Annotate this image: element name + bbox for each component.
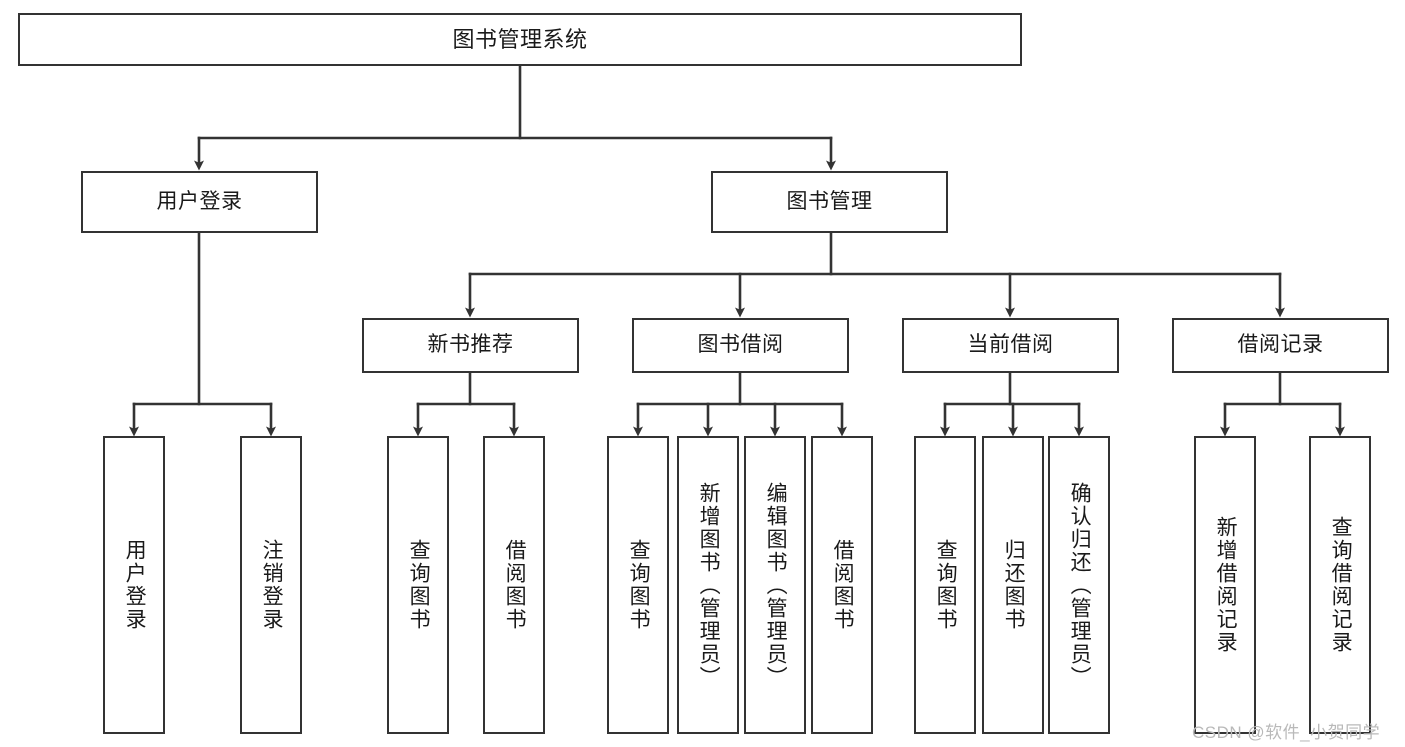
node-book-borrow[interactable]: 图书借阅	[632, 318, 849, 373]
node-leaf-query-book-current-label: 查询图书	[934, 539, 958, 631]
node-current-borrow[interactable]: 当前借阅	[902, 318, 1119, 373]
node-leaf-return-book[interactable]: 归还图书	[982, 436, 1044, 734]
node-root[interactable]: 图书管理系统	[18, 13, 1022, 66]
node-leaf-query-borrow-record-label: 查询借阅记录	[1329, 516, 1353, 654]
node-borrow-records[interactable]: 借阅记录	[1172, 318, 1389, 373]
node-leaf-add-borrow-record[interactable]: 新增借阅记录	[1194, 436, 1256, 734]
node-leaf-borrow-book-recommend[interactable]: 借阅图书	[483, 436, 545, 734]
node-new-book-recommend-label: 新书推荐	[427, 333, 514, 357]
node-book-management-label: 图书管理	[786, 189, 873, 213]
node-leaf-add-book-label: 新增图书（管理员）	[697, 481, 721, 689]
node-leaf-logout-login-label: 注销登录	[260, 539, 284, 631]
node-new-book-recommend[interactable]: 新书推荐	[362, 318, 579, 373]
node-leaf-edit-book-label: 编辑图书（管理员）	[764, 481, 788, 689]
node-leaf-confirm-return-label: 确认归还（管理员）	[1068, 481, 1092, 689]
node-leaf-add-borrow-record-label: 新增借阅记录	[1214, 516, 1238, 654]
node-leaf-query-book-borrow[interactable]: 查询图书	[607, 436, 669, 734]
node-leaf-borrow-book-recommend-label: 借阅图书	[503, 539, 527, 631]
node-user-login-label: 用户登录	[156, 189, 243, 213]
node-leaf-user-login-label: 用户登录	[123, 539, 147, 631]
csdn-watermark: CSDN @软件_小贺同学	[1192, 723, 1381, 742]
node-leaf-logout-login[interactable]: 注销登录	[240, 436, 302, 734]
node-leaf-add-book[interactable]: 新增图书（管理员）	[677, 436, 739, 734]
node-leaf-confirm-return[interactable]: 确认归还（管理员）	[1048, 436, 1110, 734]
node-leaf-return-book-label: 归还图书	[1002, 539, 1026, 631]
node-book-borrow-label: 图书借阅	[697, 333, 784, 357]
node-leaf-edit-book[interactable]: 编辑图书（管理员）	[744, 436, 806, 734]
node-leaf-query-book-recommend[interactable]: 查询图书	[387, 436, 449, 734]
node-leaf-query-book-recommend-label: 查询图书	[407, 539, 431, 631]
node-book-management[interactable]: 图书管理	[711, 171, 948, 233]
node-leaf-user-login[interactable]: 用户登录	[103, 436, 165, 734]
node-leaf-query-borrow-record[interactable]: 查询借阅记录	[1309, 436, 1371, 734]
node-root-label: 图书管理系统	[452, 26, 588, 52]
node-leaf-query-book-borrow-label: 查询图书	[627, 539, 651, 631]
node-leaf-borrow-book-label: 借阅图书	[831, 539, 855, 631]
node-leaf-borrow-book[interactable]: 借阅图书	[811, 436, 873, 734]
node-current-borrow-label: 当前借阅	[967, 333, 1054, 357]
node-borrow-records-label: 借阅记录	[1237, 333, 1324, 357]
node-leaf-query-book-current[interactable]: 查询图书	[914, 436, 976, 734]
node-user-login[interactable]: 用户登录	[81, 171, 318, 233]
